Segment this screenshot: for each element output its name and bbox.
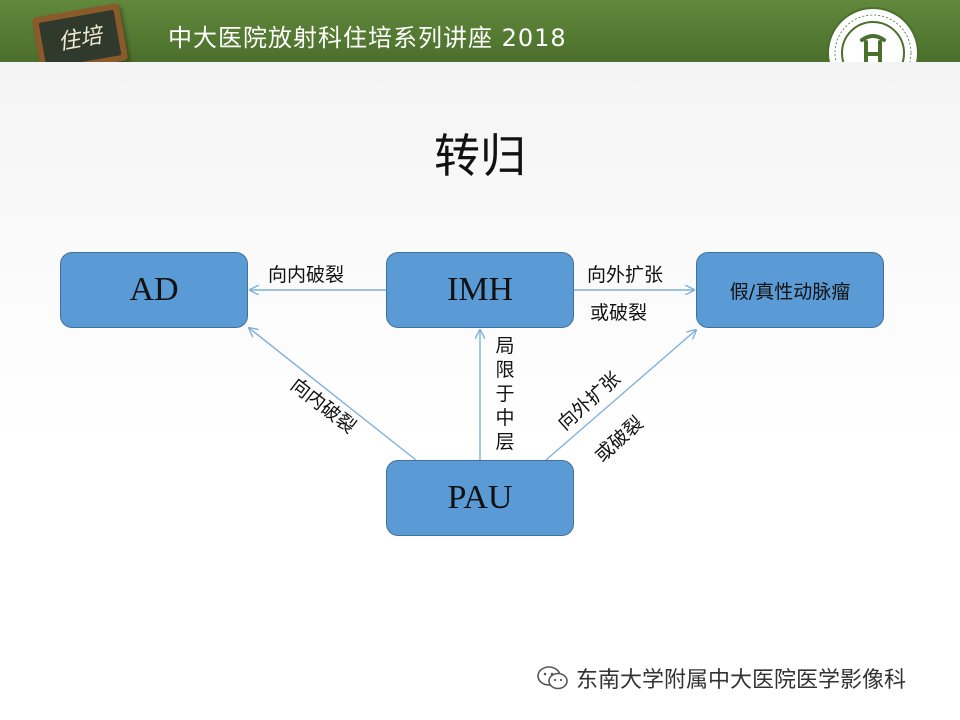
label-imh-to-pseudo-2: 或破裂: [590, 302, 648, 324]
label-imh-to-ad: 向内破裂: [268, 264, 345, 286]
box-pau: PAU: [386, 460, 574, 536]
wechat-icon: [537, 666, 568, 690]
arrow-pau-to-pseudo: [545, 330, 696, 461]
label-char: 于: [495, 383, 515, 405]
label-char: 层: [495, 431, 515, 453]
footer-watermark: 东南大学附属中大医院医学影像科: [536, 662, 906, 694]
label-char: 中: [495, 407, 515, 429]
label-pau-to-imh: 局 限 于 中 层: [494, 334, 516, 454]
box-ad: AD: [60, 252, 248, 328]
box-pseudoaneurysm: 假/真性动脉瘤: [696, 252, 884, 328]
header-title: 中大医院放射科住培系列讲座 2018: [168, 24, 567, 52]
label-char: 局: [495, 335, 515, 357]
slide-title: 转归: [434, 129, 526, 183]
footer-text: 东南大学附属中大医院医学影像科: [576, 668, 907, 693]
label-char: 限: [495, 359, 515, 381]
header-bar: [0, 0, 960, 62]
box-imh: IMH: [386, 252, 574, 328]
label-imh-to-pseudo-1: 向外扩张: [587, 264, 664, 286]
arrow-pau-to-ad: [249, 328, 417, 461]
